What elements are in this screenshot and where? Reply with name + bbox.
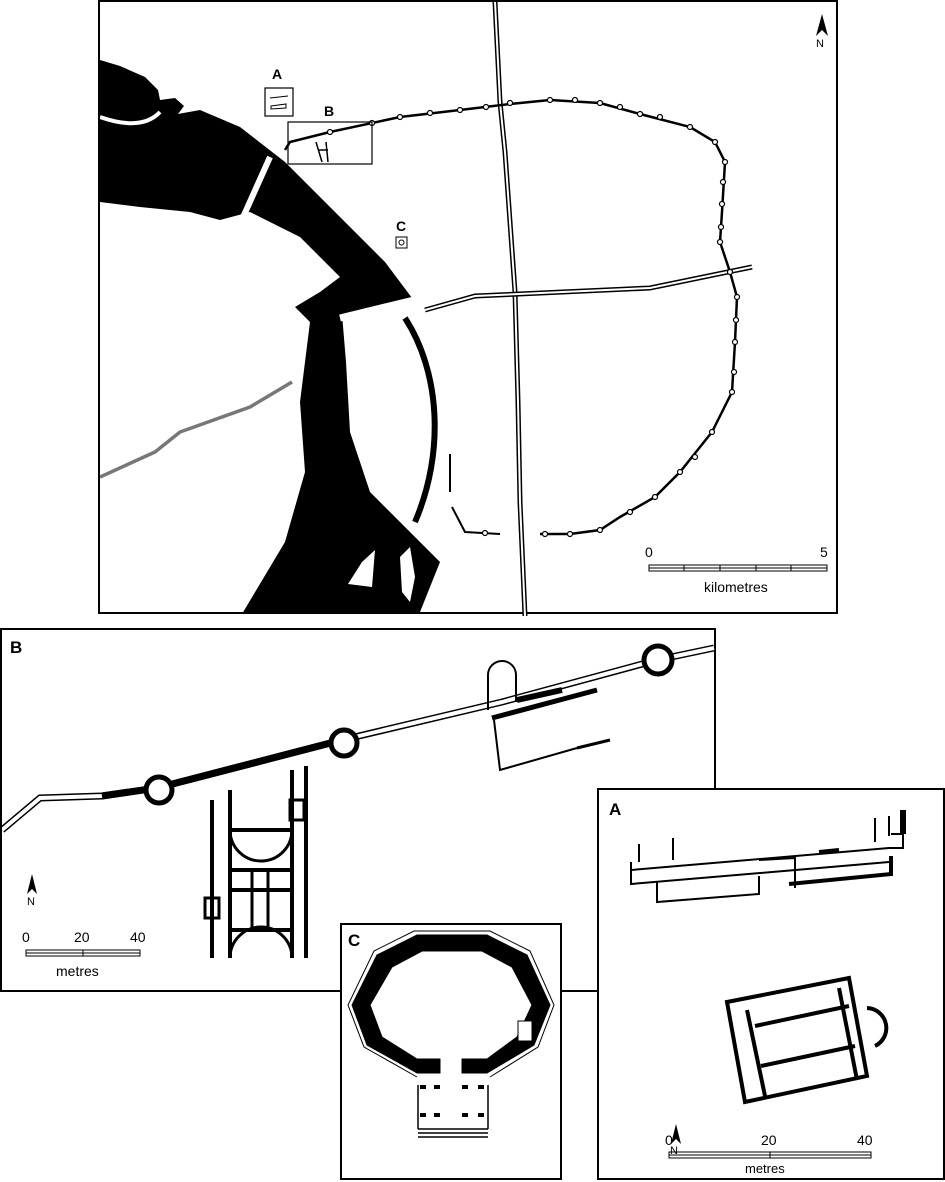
north-arrow-overview bbox=[816, 14, 828, 36]
river-white-gap-bridge bbox=[339, 296, 415, 322]
panel-b-scale-bar bbox=[25, 949, 141, 957]
panel-b-building-ne bbox=[487, 660, 611, 772]
panel-a-scale-unit: metres bbox=[745, 1161, 785, 1176]
panel-a-wall-structure bbox=[630, 810, 906, 904]
panel-b-scale-start: 0 bbox=[22, 929, 30, 945]
panel-c-svg bbox=[347, 930, 555, 1138]
panel-a-scale-bar bbox=[668, 1151, 872, 1159]
road-east-west bbox=[424, 264, 753, 313]
panel-a-scale-start: 0 bbox=[665, 1132, 673, 1148]
panel-b-scale-unit: metres bbox=[56, 963, 99, 979]
km-scale-bar bbox=[648, 564, 828, 572]
inset-panel-a: A N 0 20 40 metres bbox=[597, 788, 945, 1180]
panel-b-scale-mid: 20 bbox=[74, 929, 90, 945]
river-white-gap-north bbox=[237, 155, 273, 226]
location-box-a bbox=[264, 87, 294, 117]
river-island-1 bbox=[348, 550, 375, 587]
wall-fragment-west bbox=[449, 454, 501, 535]
panel-a-church bbox=[724, 975, 889, 1105]
km-scale-start: 0 bbox=[645, 544, 653, 560]
wall-towers bbox=[326, 96, 741, 538]
location-label-b: B bbox=[324, 103, 335, 119]
river-white-shore bbox=[100, 110, 162, 126]
north-label-overview: N bbox=[816, 38, 824, 50]
panel-c-label: C bbox=[348, 931, 361, 950]
road-southwest bbox=[100, 380, 293, 479]
panel-c-octagonal-building bbox=[347, 930, 555, 1138]
river-side-channel bbox=[402, 316, 438, 524]
km-scale-end: 5 bbox=[820, 544, 828, 560]
overview-map-svg bbox=[100, 2, 828, 616]
panel-b-scale-end: 40 bbox=[130, 929, 146, 945]
inset-panel-c: C bbox=[340, 923, 562, 1180]
location-label-a: A bbox=[272, 66, 283, 82]
panel-a-scale-mid: 20 bbox=[761, 1132, 777, 1148]
panel-b-label: B bbox=[10, 638, 23, 657]
panel-b-towers bbox=[143, 643, 675, 806]
panel-a-svg bbox=[630, 810, 906, 1159]
river-island-2 bbox=[400, 547, 415, 602]
location-box-c bbox=[395, 236, 408, 249]
km-scale-unit: kilometres bbox=[704, 579, 768, 595]
panel-a-label: A bbox=[609, 800, 622, 819]
location-box-b bbox=[287, 121, 373, 165]
north-arrow-b bbox=[27, 874, 37, 894]
north-arrow-a bbox=[671, 1124, 681, 1144]
panel-b-svg bbox=[2, 643, 715, 959]
panel-b-gate-complex bbox=[203, 766, 308, 959]
north-label-b: N bbox=[27, 896, 35, 908]
river-shape bbox=[100, 60, 440, 614]
overview-map-panel: N A B C 0 5 kilometres bbox=[98, 0, 838, 616]
location-label-c: C bbox=[396, 218, 407, 234]
panel-a-scale-end: 40 bbox=[857, 1132, 873, 1148]
north-label-a: N bbox=[670, 1145, 678, 1157]
